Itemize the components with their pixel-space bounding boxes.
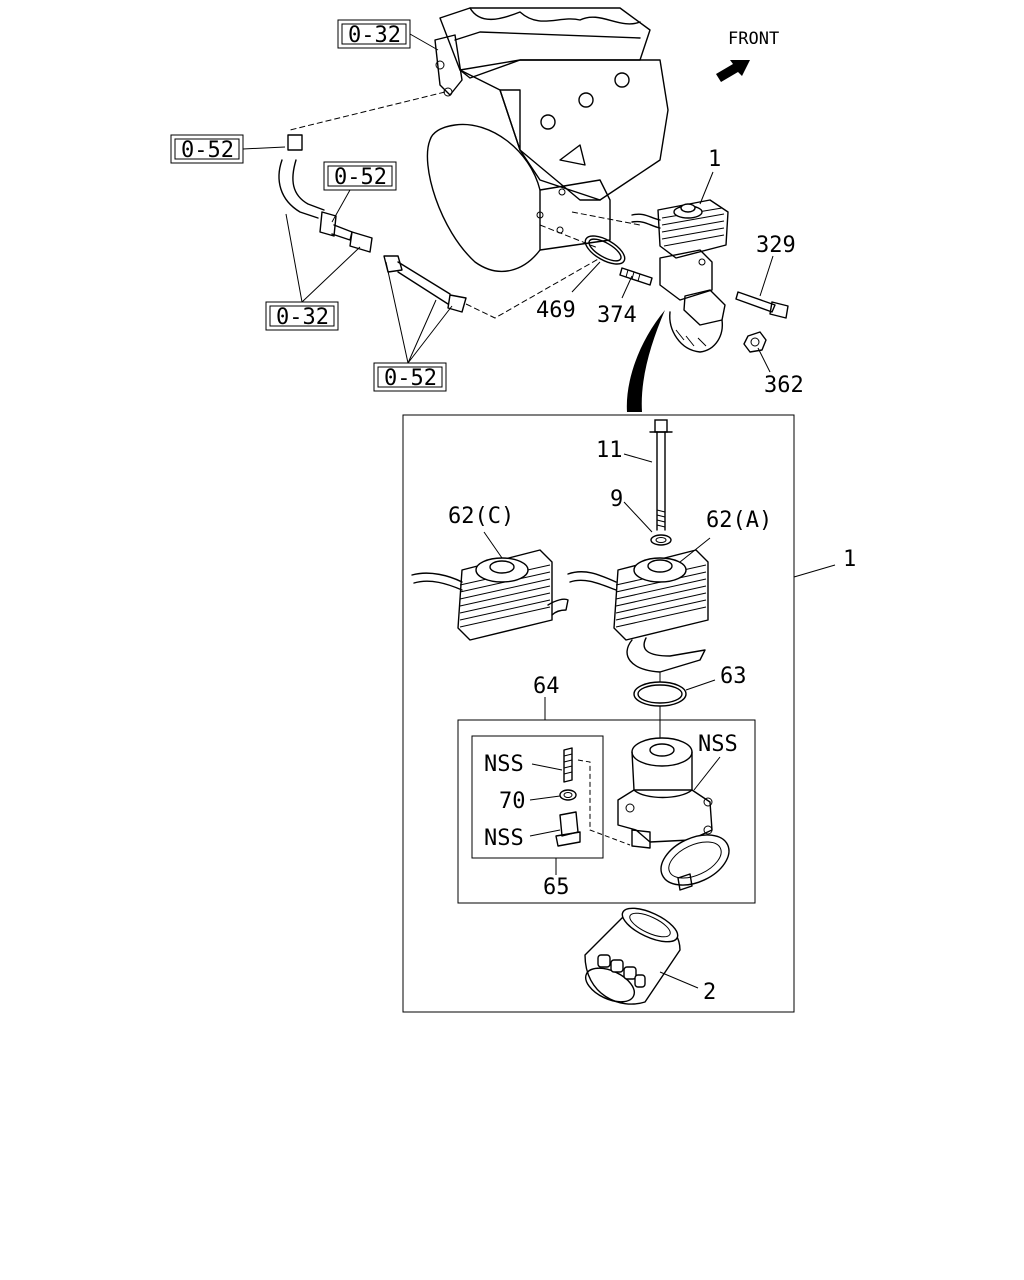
callout-62a: 62(A) <box>706 508 772 533</box>
svg-text:0-52: 0-52 <box>181 138 234 163</box>
oil-hoses <box>278 91 641 319</box>
detail-frame <box>402 414 795 1013</box>
detail-pointer-arrow <box>626 310 665 412</box>
callout-70: 70 <box>499 789 526 814</box>
callout-63: 63 <box>720 664 747 689</box>
callout-362: 362 <box>764 373 804 398</box>
leader-lines <box>242 33 836 989</box>
part-oring-63 <box>633 681 687 707</box>
front-arrow-icon <box>716 60 750 82</box>
part-relief-valve <box>555 747 631 847</box>
callout-62c: 62(C) <box>448 504 514 529</box>
callout-64: 64 <box>533 674 560 699</box>
svg-text:0-32: 0-32 <box>276 305 329 330</box>
front-direction-indicator: FRONT <box>716 29 779 82</box>
callout-469: 469 <box>536 298 576 323</box>
part-oil-filter-2 <box>584 907 681 1005</box>
part-oil-cooler-62a <box>567 549 709 673</box>
callout-nss-right: NSS <box>698 732 738 757</box>
oil-cooler-assembly-top <box>584 199 789 353</box>
front-label: FRONT <box>728 29 779 49</box>
ref-box-032-bottom: 0-32 <box>265 301 339 331</box>
ref-box-052-bottom: 0-52 <box>373 362 447 392</box>
callout-329: 329 <box>756 233 796 258</box>
engine-block <box>426 7 669 273</box>
callout-nss-top: NSS <box>484 752 524 777</box>
ref-box-052-left: 0-52 <box>170 134 244 164</box>
callout-2: 2 <box>703 980 716 1005</box>
callout-9: 9 <box>610 487 623 512</box>
part-64-frame <box>457 719 756 904</box>
svg-text:0-32: 0-32 <box>348 23 401 48</box>
svg-text:0-52: 0-52 <box>334 165 387 190</box>
callout-374: 374 <box>597 303 637 328</box>
ref-box-052-mid: 0-52 <box>323 161 397 191</box>
callout-65: 65 <box>543 875 570 900</box>
callout-nss-bottom: NSS <box>484 826 524 851</box>
callout-1-top: 1 <box>708 147 721 172</box>
part-oil-cooler-62c <box>411 549 569 641</box>
svg-text:0-52: 0-52 <box>384 366 437 391</box>
callout-11: 11 <box>596 438 623 463</box>
part-washer-9 <box>650 534 672 546</box>
part-65-frame <box>471 735 604 859</box>
callout-1-right: 1 <box>843 547 856 572</box>
part-bolt-11 <box>649 419 673 531</box>
ref-box-032-top: 0-32 <box>337 19 411 49</box>
part-filter-head <box>617 737 730 891</box>
